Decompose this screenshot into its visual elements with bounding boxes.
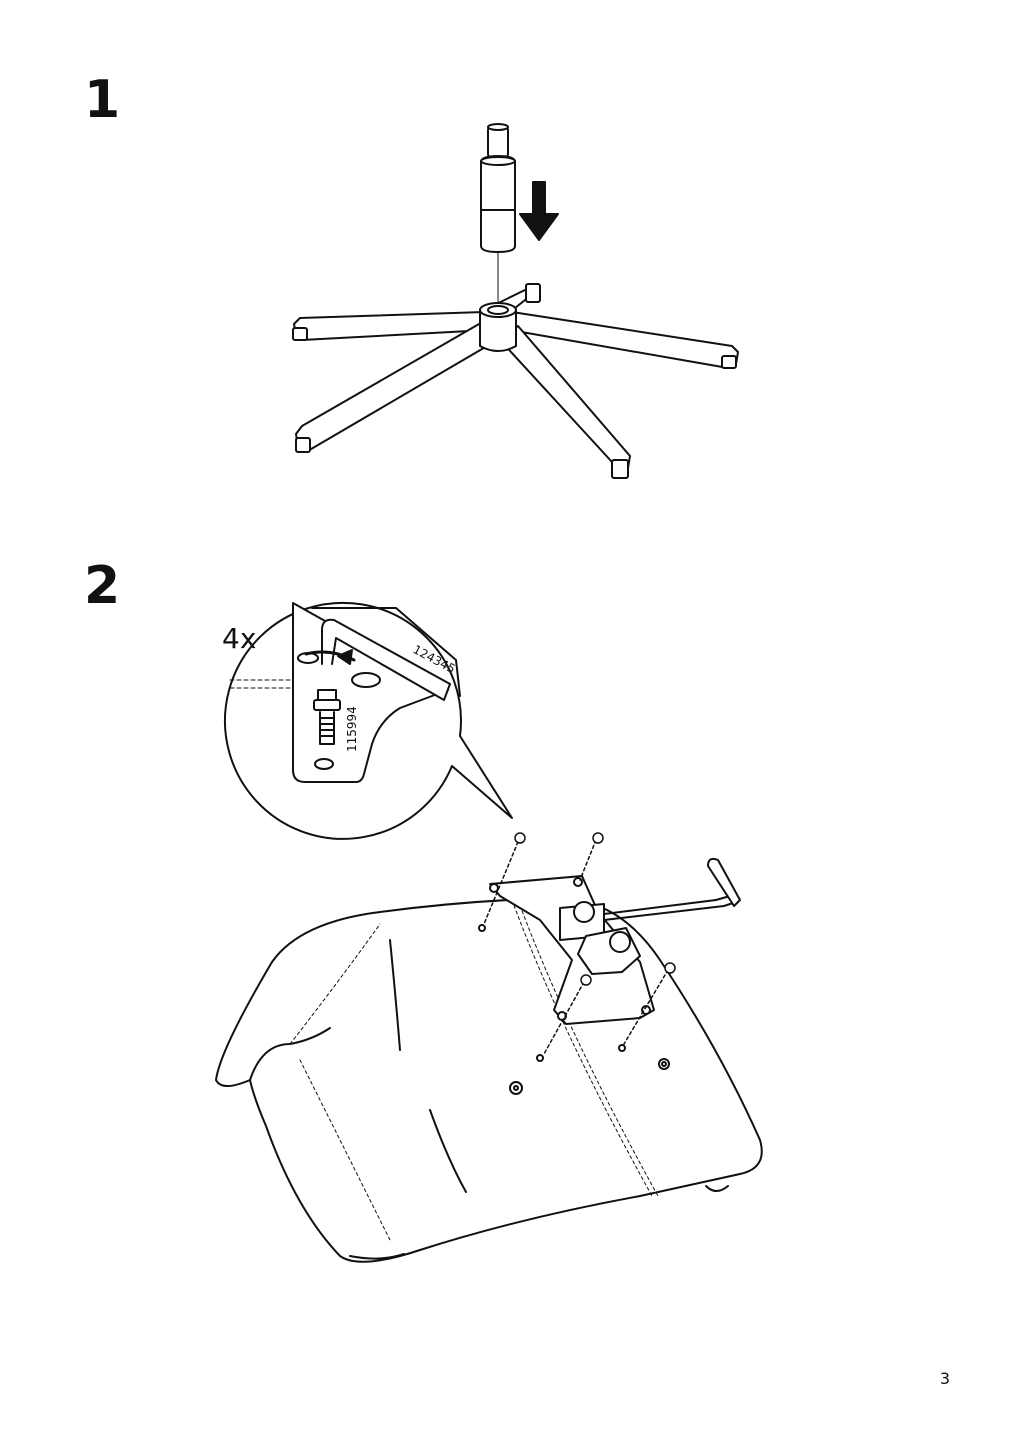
mounting-holes <box>478 924 670 1095</box>
quantity-label: 4x <box>222 622 256 655</box>
tilt-mechanism <box>489 857 741 1025</box>
down-arrow-icon <box>519 181 559 241</box>
callout-detail <box>229 602 461 783</box>
screws <box>483 832 676 1055</box>
screw-part-number: 115994 <box>345 706 359 752</box>
step-number: 2 <box>84 556 121 616</box>
star-base <box>292 283 739 479</box>
gas-cylinder <box>480 123 516 306</box>
step-number: 1 <box>84 70 121 130</box>
seat-shell <box>215 897 763 1263</box>
rotate-arrow-icon <box>337 649 353 665</box>
page-number: 3 <box>939 1369 950 1388</box>
